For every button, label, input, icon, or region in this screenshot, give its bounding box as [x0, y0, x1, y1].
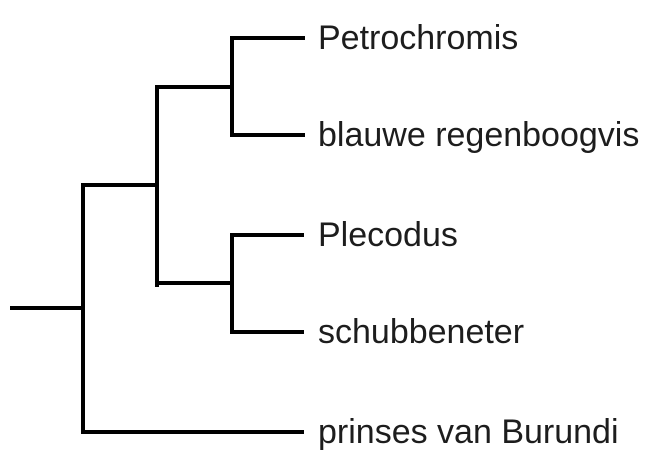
tip-line-schubbeneter [230, 330, 304, 334]
tip-line-petrochromis [230, 36, 305, 40]
tip-line-plecodus [230, 233, 304, 237]
taxon-label-prinses-van-burundi: prinses van Burundi [318, 413, 619, 451]
taxon-label-schubbeneter: schubbeneter [318, 313, 525, 351]
clade2-node-line [155, 281, 234, 285]
tip-line-blauwe-regenboogvis [230, 133, 305, 137]
taxon-label-petrochromis: Petrochromis [318, 19, 519, 57]
inner-branch-line [81, 183, 159, 187]
clade1-vertical-line [230, 36, 234, 137]
tip-line-prinses-van-burundi [81, 430, 304, 434]
clade1-node-line [155, 85, 234, 89]
root-edge-line [10, 306, 85, 310]
clade2-vertical-line [230, 233, 234, 334]
taxon-label-plecodus: Plecodus [318, 216, 458, 254]
taxon-label-blauwe-regenboogvis: blauwe regenboogvis [318, 116, 640, 154]
inner-vertical-line [155, 85, 159, 287]
root-vertical-line [81, 183, 85, 434]
